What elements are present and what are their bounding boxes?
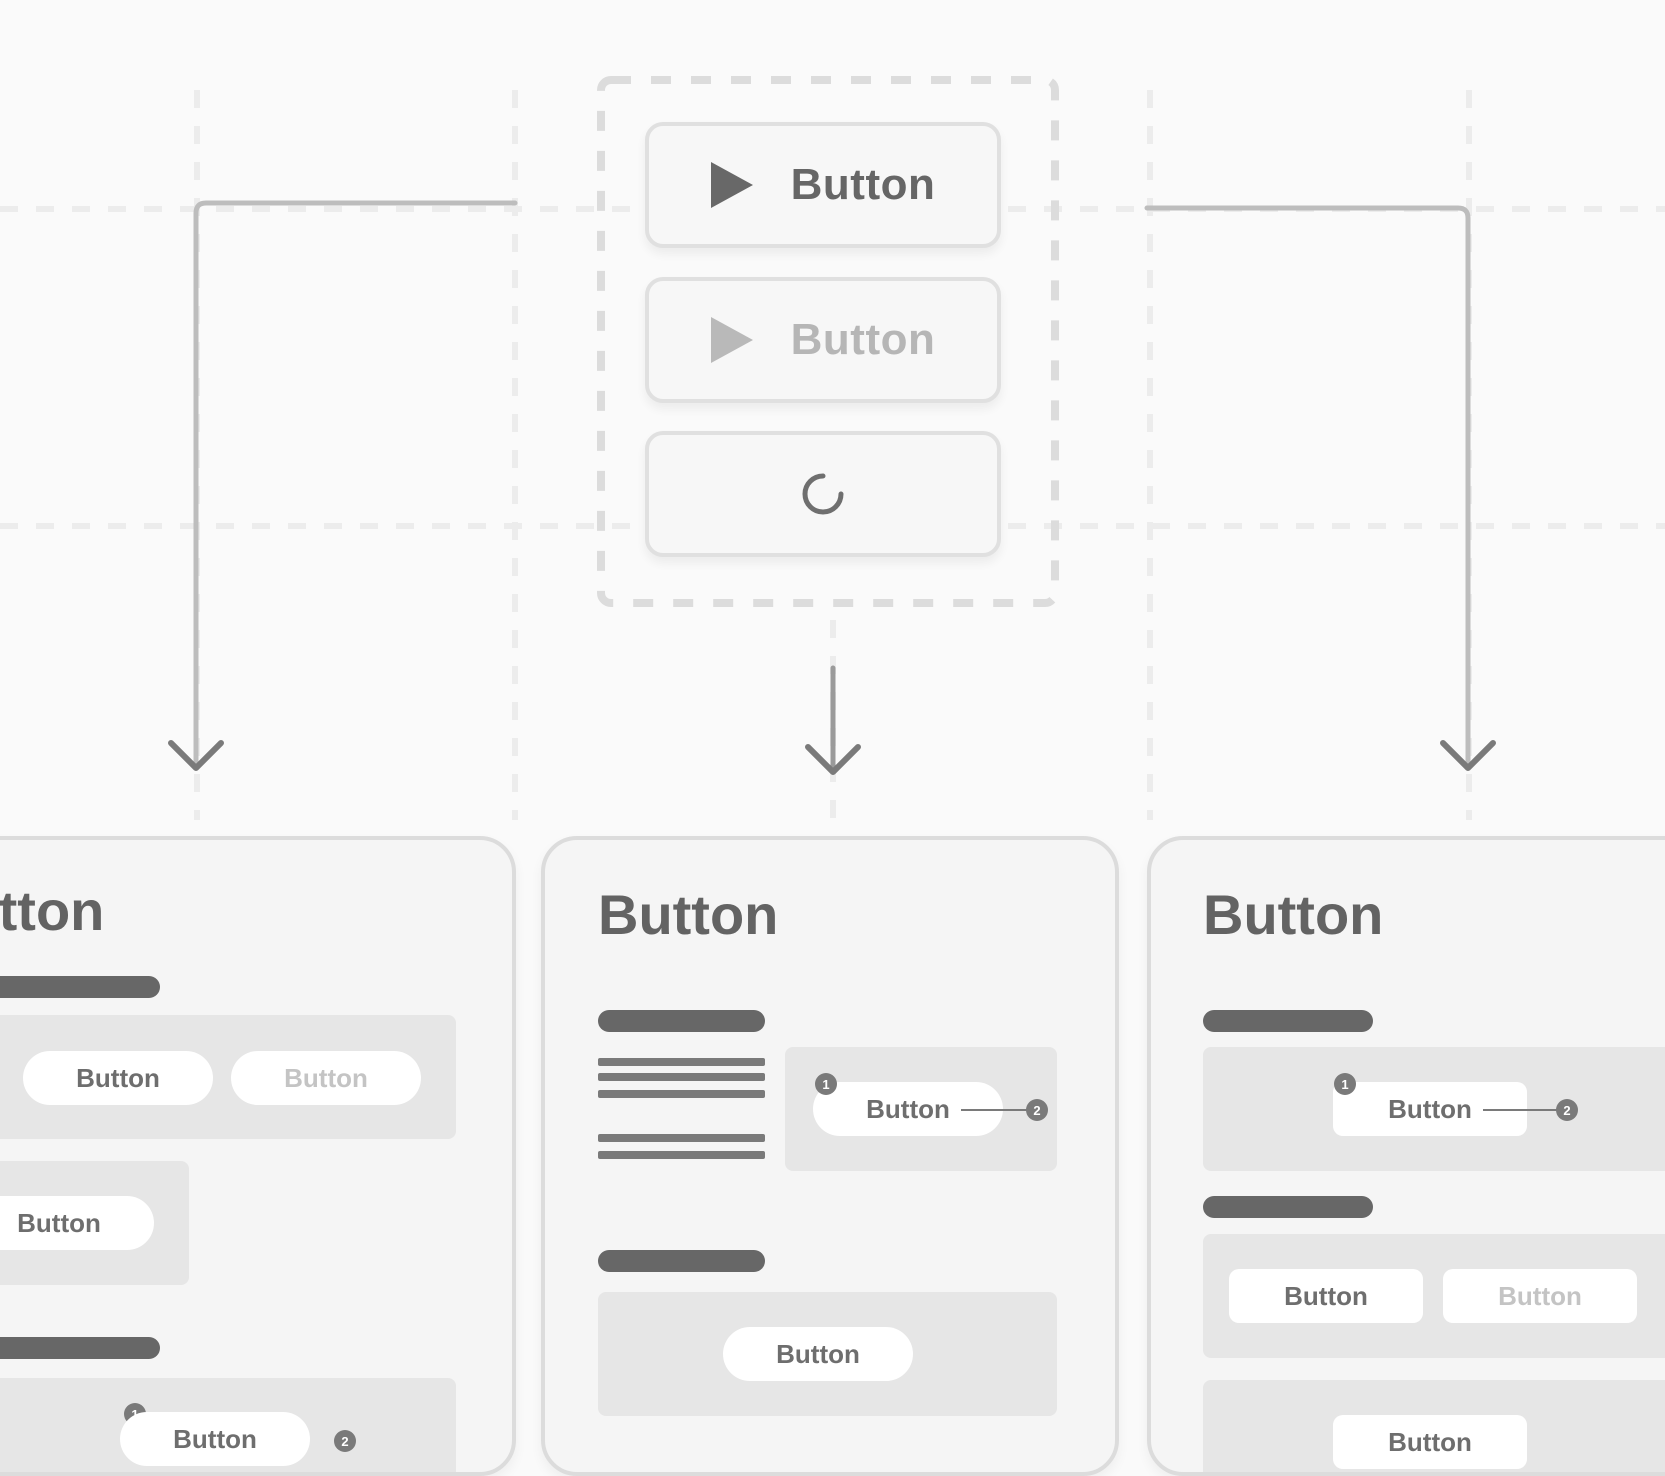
annotation-marker: 2 bbox=[1026, 1099, 1048, 1121]
button-example[interactable]: Button bbox=[813, 1082, 1003, 1136]
arrow-down-icon bbox=[1440, 740, 1496, 771]
text-placeholder-bar bbox=[0, 1337, 160, 1359]
play-icon bbox=[710, 317, 753, 363]
card-title: Button bbox=[1203, 883, 1384, 946]
example-panel: Button Button bbox=[0, 1015, 456, 1139]
play-icon bbox=[710, 162, 753, 208]
usage-card-right: Button Button 1 2 Button Button Button bbox=[1147, 836, 1665, 1476]
button-example[interactable]: Button bbox=[1333, 1415, 1527, 1469]
annotation-marker: 2 bbox=[1556, 1099, 1578, 1121]
card-title: Button bbox=[0, 879, 105, 942]
text-placeholder-bar bbox=[1203, 1196, 1373, 1218]
component-frame bbox=[597, 76, 1059, 607]
text-placeholder-bar bbox=[0, 976, 160, 998]
annotation-leader bbox=[961, 1109, 1029, 1111]
example-panel: Button bbox=[598, 1292, 1057, 1416]
button-state-disabled[interactable]: Button bbox=[645, 277, 1001, 403]
button-example[interactable]: Button bbox=[120, 1412, 310, 1466]
example-panel: Button Button bbox=[1203, 1234, 1665, 1358]
spinner-icon bbox=[802, 473, 844, 515]
example-panel: Button bbox=[1203, 1380, 1665, 1472]
text-placeholder-line bbox=[598, 1073, 765, 1081]
text-placeholder-line bbox=[598, 1151, 765, 1159]
example-panel: 1 Button 2 bbox=[0, 1378, 456, 1472]
arrow-down-icon bbox=[805, 744, 861, 775]
button-label: Button bbox=[790, 315, 936, 364]
example-panel: Button 1 2 bbox=[1203, 1047, 1665, 1171]
button-example[interactable]: Button bbox=[23, 1051, 213, 1105]
button-example-disabled[interactable]: Button bbox=[1443, 1269, 1637, 1323]
annotation-marker: 1 bbox=[1334, 1073, 1356, 1095]
text-placeholder-line bbox=[598, 1134, 765, 1142]
usage-card-left: Button Button Button Button 1 Button 2 bbox=[0, 836, 516, 1476]
button-example[interactable]: Button bbox=[723, 1327, 913, 1381]
text-placeholder-line bbox=[598, 1090, 765, 1098]
button-state-loading[interactable] bbox=[645, 431, 1001, 557]
annotation-marker: 1 bbox=[815, 1073, 837, 1095]
annotation-leader bbox=[1483, 1109, 1558, 1111]
usage-card-center: Button Button 1 2 Button bbox=[541, 836, 1119, 1476]
text-placeholder-bar bbox=[598, 1250, 765, 1272]
button-label: Button bbox=[790, 160, 936, 209]
arrow-down-icon bbox=[168, 740, 224, 771]
text-placeholder-line bbox=[598, 1058, 765, 1066]
example-panel: Button 1 2 bbox=[785, 1047, 1057, 1171]
example-panel: Button bbox=[0, 1161, 189, 1285]
button-usage-diagram: Button Button Button Button Button Butto… bbox=[0, 76, 1665, 1476]
annotation-marker: 2 bbox=[334, 1430, 356, 1452]
text-placeholder-bar bbox=[1203, 1010, 1373, 1032]
button-example[interactable]: Button bbox=[1229, 1269, 1423, 1323]
button-state-default[interactable]: Button bbox=[645, 122, 1001, 248]
text-placeholder-bar bbox=[598, 1010, 765, 1032]
connector-left bbox=[193, 200, 518, 768]
card-title: Button bbox=[598, 883, 779, 946]
button-example-disabled[interactable]: Button bbox=[231, 1051, 421, 1105]
connector-right bbox=[1144, 205, 1471, 768]
button-example[interactable]: Button bbox=[0, 1196, 154, 1250]
